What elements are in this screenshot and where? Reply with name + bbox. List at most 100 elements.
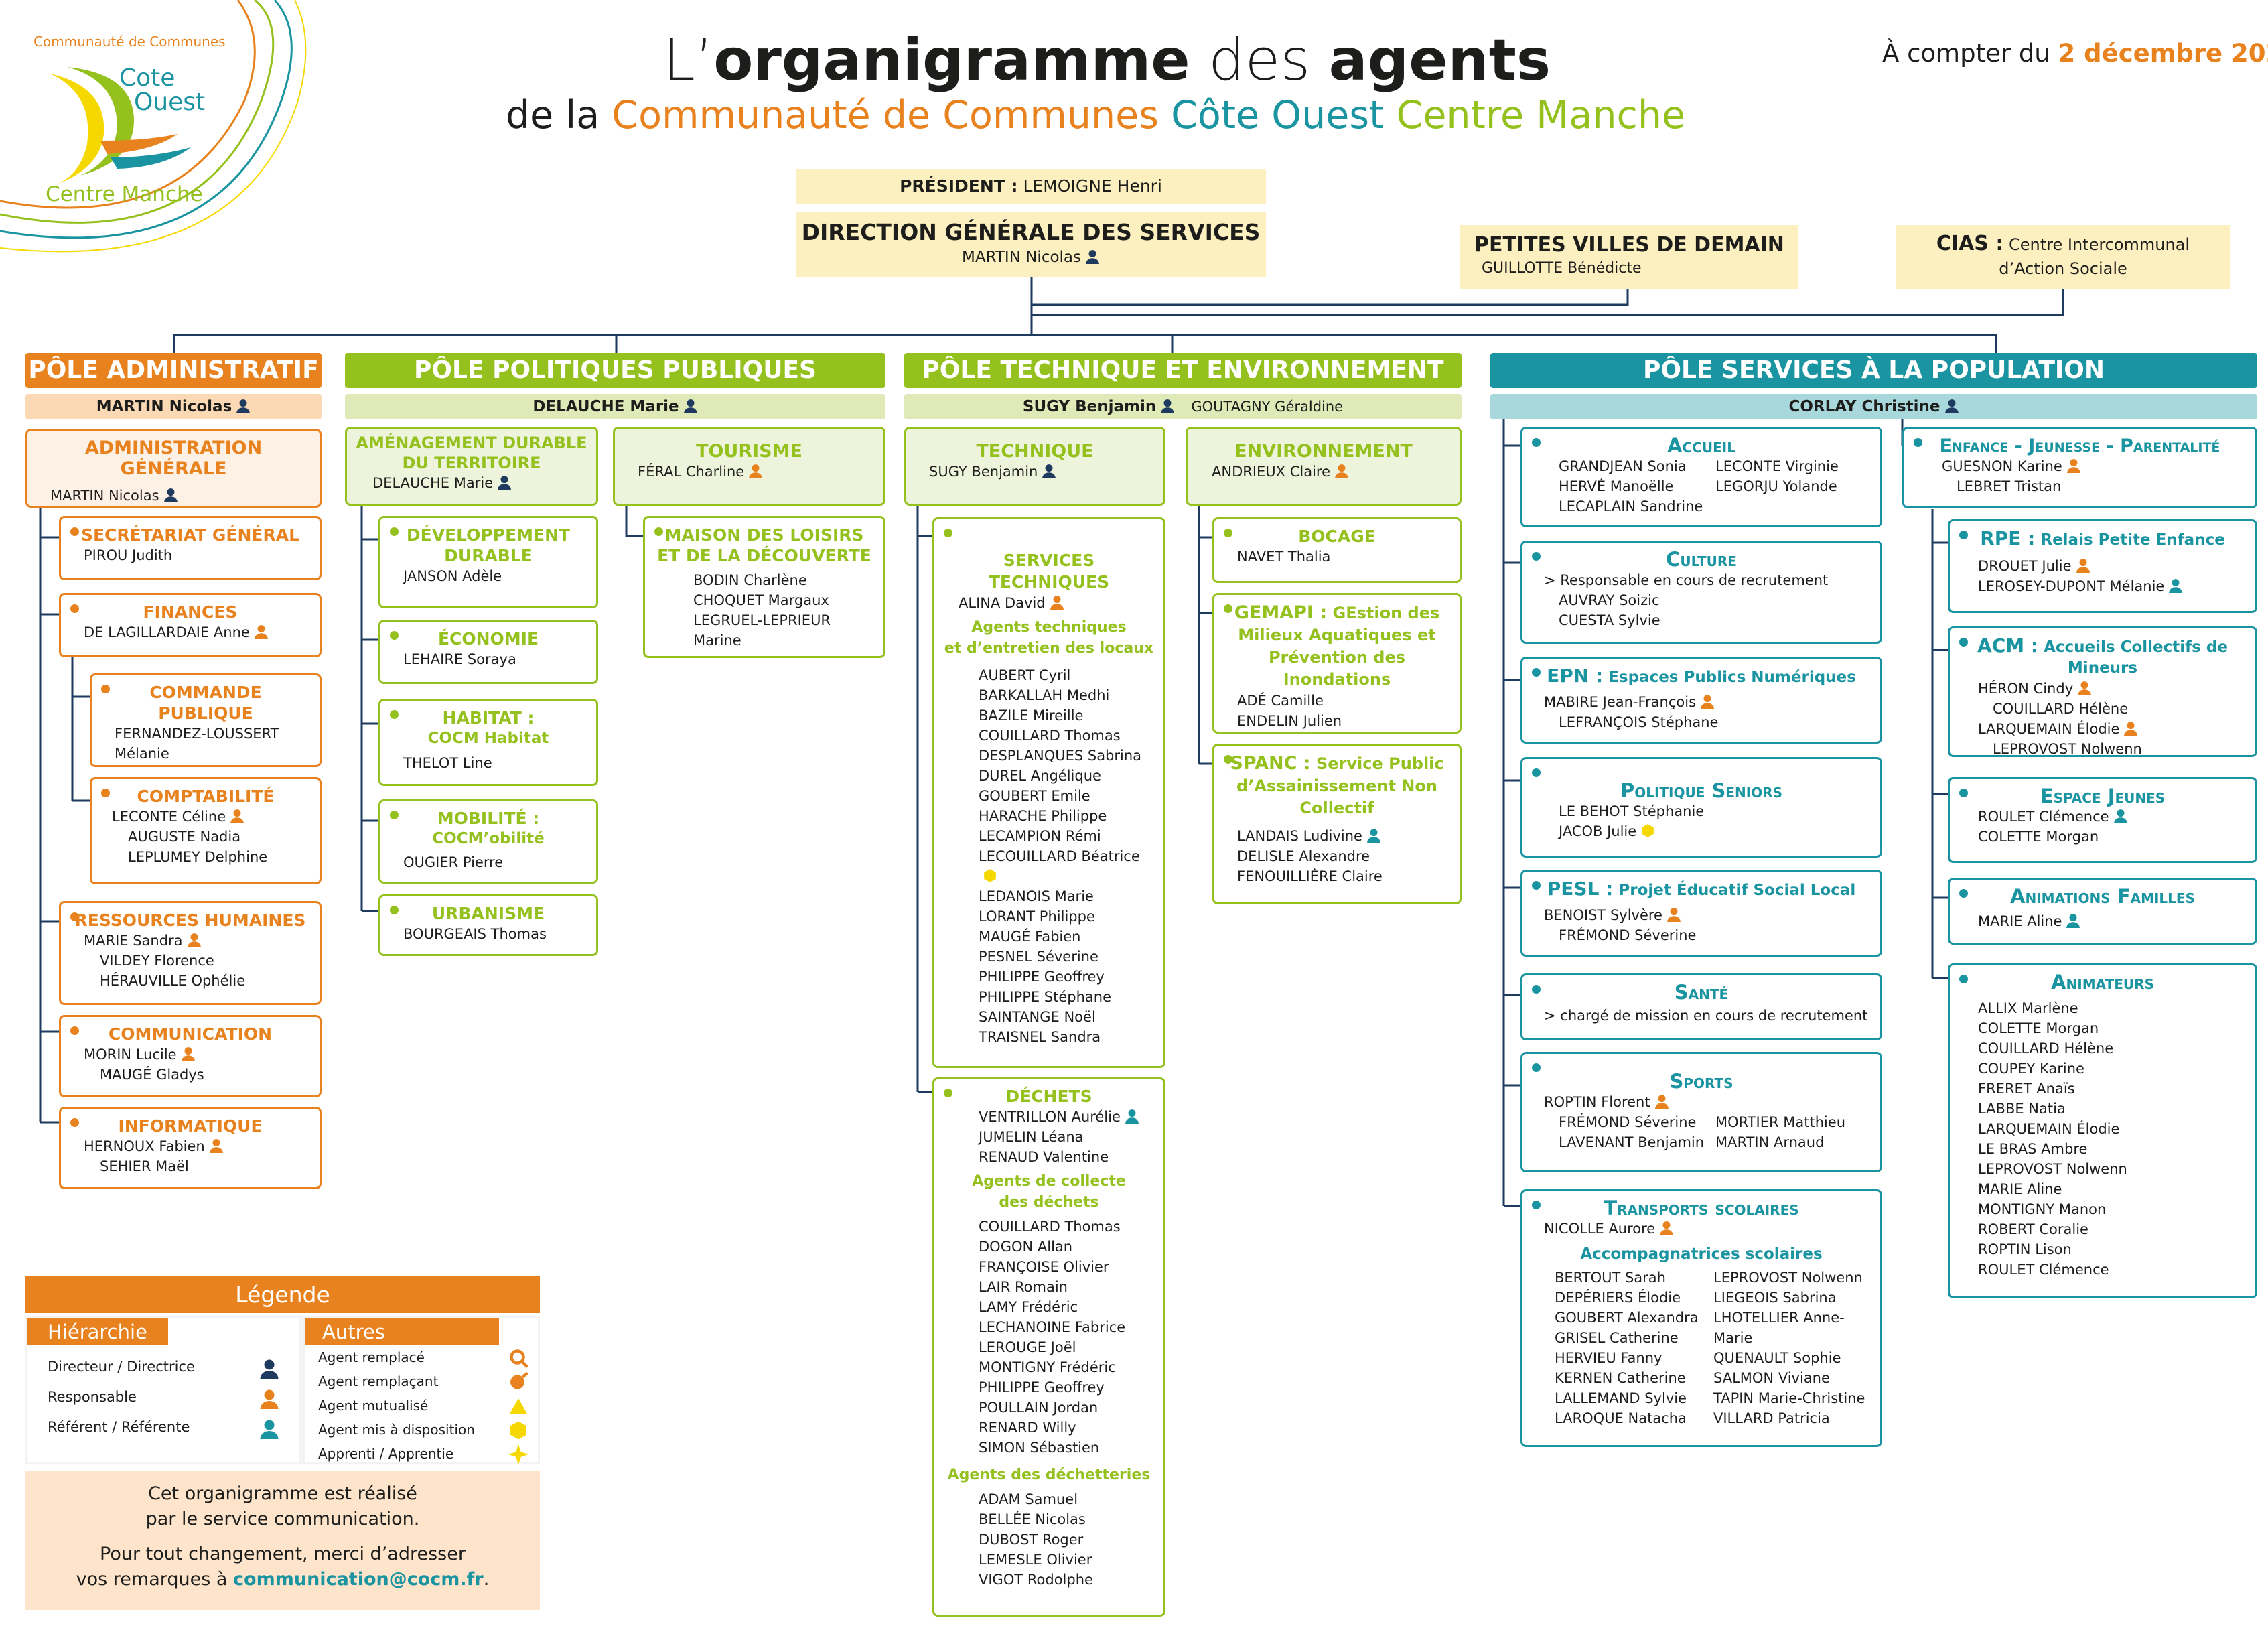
list-item: LEPROVOST Nolwenn: [1978, 1161, 2127, 1177]
person-icon: [498, 476, 512, 490]
admin-compta-box: Comptabilité LECONTE Céline AUGUSTE Nadi…: [90, 777, 322, 884]
list-item: PESNEL Séverine: [979, 949, 1098, 965]
person-icon: [1335, 464, 1348, 478]
bullet-icon: [1959, 638, 1968, 647]
person-name: MAUGÉ Gladys: [100, 1067, 204, 1083]
pop-af-title: Animations Familles: [2010, 885, 2195, 908]
pop-sante-box: Santé > chargé de mission en cours de re…: [1520, 973, 1882, 1040]
admin-ag-title: Administration générale: [84, 437, 263, 479]
triangle-icon: [509, 1398, 528, 1414]
bullet-icon: [944, 529, 952, 537]
list-item: TRAISNEL Sandra: [979, 1029, 1101, 1045]
person-name: FRÉMOND Séverine: [1559, 927, 1697, 943]
list-item: DUREL Angélique: [979, 768, 1101, 784]
dgs-box: Direction générale des services MARTIN N…: [796, 212, 1266, 277]
person-icon: [181, 1047, 195, 1061]
star-icon: [508, 1444, 528, 1465]
person-name: BODIN Charlène: [693, 572, 807, 588]
tech-st-title1: Services: [1003, 551, 1095, 570]
tech-gemapi-title-b: GEstion des: [1332, 604, 1440, 622]
person-name: ADÉ Camille: [1237, 693, 1324, 709]
list-item: MARTIN Arnaud: [1715, 1134, 1825, 1150]
bullet-icon: [1532, 985, 1541, 994]
legend-o3: Agent mutualisé: [318, 1398, 429, 1414]
pop-ej-title: Espace Jeunes: [2040, 785, 2166, 807]
list-item: BARKALLAH Medhi: [979, 687, 1110, 703]
pop-acm-box: ACM : Accueils Collectifs de Mineurs HÉR…: [1948, 626, 2257, 757]
pole-tech-head: SUGY Benjamin GOUTAGNY Géraldine: [904, 394, 1462, 419]
person-icon: [1042, 464, 1056, 478]
legend-h1: Directeur / Directrice: [48, 1359, 195, 1375]
list-item: LECHANOINE Fabrice: [979, 1319, 1126, 1335]
list-item: FRÉMOND Séverine: [1559, 1114, 1697, 1130]
list-item: LEMESLE Olivier: [979, 1552, 1092, 1568]
person-name: LARQUEMAIN Élodie: [1978, 721, 2120, 737]
pop-ps-box: Politique Seniors LE BEHOT Stéphanie JAC…: [1520, 757, 1882, 858]
bullet-icon: [1224, 604, 1232, 613]
bullet-icon: [390, 527, 399, 536]
person-icon: [2113, 809, 2127, 823]
pole-pop-head: CORLAY Christine: [1490, 394, 2257, 419]
bullet-icon: [70, 604, 79, 613]
legend-o1: Agent remplacé: [318, 1349, 425, 1365]
bullet-icon: [1532, 768, 1541, 777]
list-item: AUBERT Cyril: [979, 667, 1071, 683]
legend-o5: Apprenti / Apprentie: [318, 1446, 454, 1462]
subtitle-part: Communauté de Communes: [612, 93, 1159, 137]
legend-note4a: vos remarques à: [76, 1569, 228, 1590]
contact-email-link[interactable]: communication@cocm.fr: [233, 1569, 484, 1590]
list-item: LHOTELLIER Anne-Marie: [1713, 1310, 1845, 1346]
list-item: FRANÇOISE Olivier: [979, 1259, 1109, 1275]
pole-tech-bar: Pôle technique et environnement: [904, 353, 1462, 388]
legend-note3: Pour tout changement, merci d’adresser: [100, 1544, 466, 1564]
legend-h2: Responsable: [48, 1389, 137, 1405]
cult-note: > Responsable en cours de recrutement: [1544, 572, 1829, 588]
president-name: LEMOIGNE Henri: [1023, 176, 1162, 196]
pp-dd-box: Développement durable JANSON Adèle: [378, 516, 598, 608]
legend-note4c: .: [483, 1569, 490, 1590]
admin-rh-title: Ressources humaines: [74, 910, 306, 930]
pop-cult-title: Culture: [1666, 548, 1737, 571]
person-icon: [1367, 829, 1380, 843]
person-name: VILDEY Florence: [100, 953, 214, 969]
pp-adt-title2: du territoire: [402, 454, 541, 472]
person-name: LANDAIS Ludivine: [1237, 828, 1362, 844]
pp-mob-title: Mobilité :: [437, 809, 540, 828]
tech-env-title: Environnement: [1234, 441, 1413, 462]
bullet-icon: [70, 912, 79, 921]
legend-o4: Agent mis à disposition: [318, 1422, 475, 1438]
person-name: Mélanie: [115, 746, 169, 762]
pop-acm-title-a: ACM :: [1977, 634, 2039, 657]
bullet-icon: [390, 811, 399, 819]
logo-line1: Communauté de Communes: [33, 33, 226, 50]
person-icon: [2066, 459, 2080, 473]
replacing-icon: [510, 1372, 528, 1389]
list-item: COUILLARD Thomas: [979, 728, 1121, 744]
pp-eco-title: Économie: [437, 629, 539, 649]
date-value: 2 décembre 2024: [2058, 39, 2268, 68]
pop-anim-box: Animateurs ALLIX Marlène COLETTE Morgan …: [1948, 963, 2257, 1298]
person-name: ROPTIN Florent: [1544, 1094, 1650, 1110]
tech-st-sub2: et d’entretien des locaux: [944, 640, 1154, 657]
person-name: CUESTA Sylvie: [1559, 612, 1660, 628]
person-name: DE LAGILLARDAIE Anne: [84, 624, 250, 640]
person-icon: [1654, 1095, 1669, 1109]
person-icon: [749, 464, 763, 478]
title-part: organigramme: [713, 27, 1190, 94]
pp-mld-title1: Maison des loisirs: [664, 525, 864, 545]
bullet-icon: [1532, 1201, 1541, 1209]
pvd-label: Petites villes de demain: [1474, 233, 1784, 257]
legend-h3: Référent / Référente: [48, 1419, 190, 1435]
pop-ts-box: Transports scolaires NICOLLE Aurore Acco…: [1520, 1189, 1882, 1447]
tech-techn-box: Technique SUGY Benjamin: [904, 427, 1165, 506]
pp-dd-title1: Développement: [406, 525, 571, 545]
bullet-icon: [1959, 531, 1968, 539]
cias-line2: d’Action Sociale: [1999, 259, 2127, 278]
person-name: JANSON Adèle: [403, 568, 502, 584]
pop-cult-box: Culture > Responsable en cours de recrut…: [1520, 541, 1882, 644]
list-item: HERVIEU Fanny: [1555, 1350, 1662, 1366]
list-item: MAUGÉ Fabien: [979, 929, 1081, 945]
